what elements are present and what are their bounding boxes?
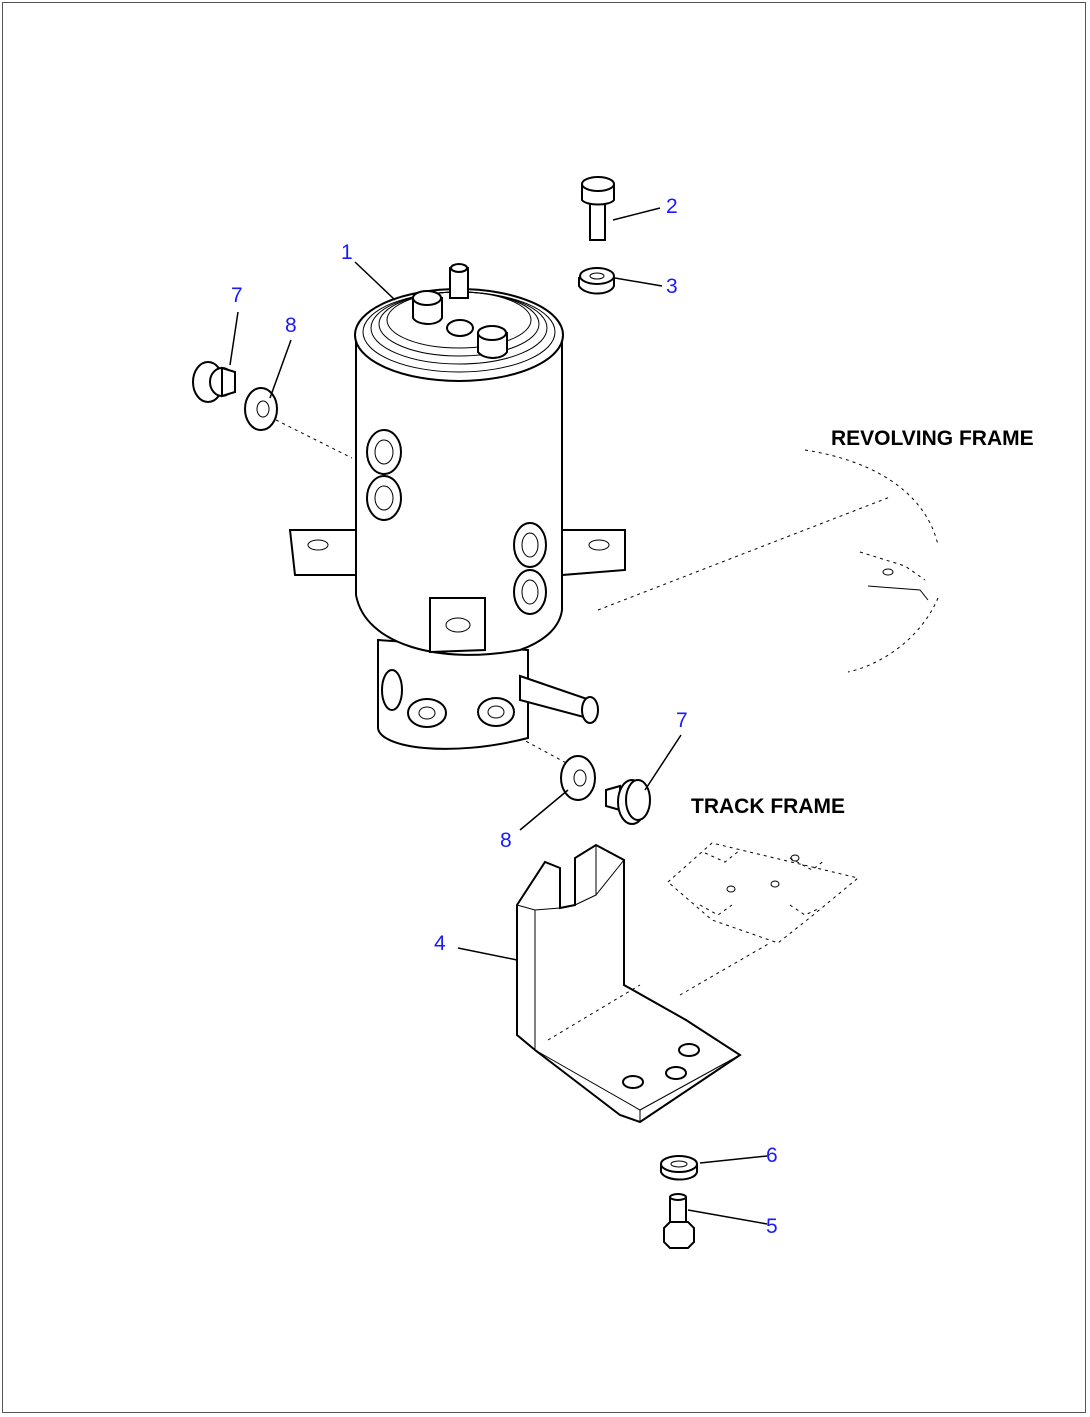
plug-7-bottom	[605, 779, 651, 825]
callout-1: 1	[341, 241, 353, 264]
callout-7-top: 7	[231, 284, 243, 307]
callout-2: 2	[666, 195, 678, 218]
o-ring-8-bottom	[560, 755, 596, 801]
assembly-line-8-bottom	[519, 737, 571, 766]
bolt-2	[581, 176, 615, 241]
track-frame-label: TRACK FRAME	[691, 795, 845, 818]
assembly-line-8-top	[275, 419, 353, 459]
bracket-4	[516, 843, 742, 1124]
callout-8-top: 8	[285, 314, 297, 337]
callout-4: 4	[434, 932, 446, 955]
callout-6: 6	[766, 1144, 778, 1167]
washer-6	[660, 1155, 698, 1181]
callout-7-bottom: 7	[676, 709, 688, 732]
callout-8-bottom: 8	[500, 829, 512, 852]
leader-lines	[229, 207, 768, 1225]
track-frame-outline	[667, 842, 860, 996]
revolving-frame-label: REVOLVING FRAME	[831, 427, 1034, 450]
plug-7-top	[192, 361, 236, 403]
revolving-frame-outline	[597, 449, 939, 673]
callout-5: 5	[766, 1215, 778, 1238]
washer-3	[578, 267, 615, 295]
callout-3: 3	[666, 275, 678, 298]
bolt-5	[663, 1193, 695, 1249]
o-ring-8-top	[244, 387, 278, 431]
swivel-joint	[288, 263, 626, 750]
